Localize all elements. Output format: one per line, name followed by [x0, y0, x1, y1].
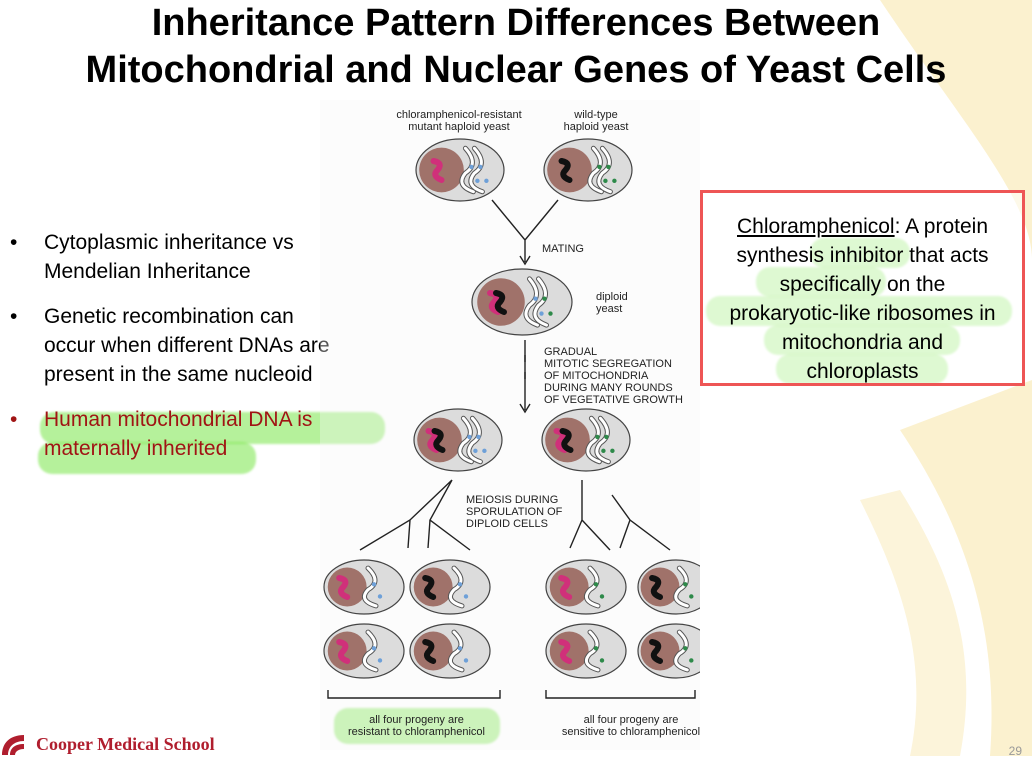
figure-drawing — [320, 100, 715, 750]
highlight-resistant-caption — [334, 708, 500, 744]
highlight-human-mtdna — [40, 412, 385, 444]
bullet-dot: • — [10, 408, 18, 431]
logo-text: Cooper Medical School — [36, 734, 215, 754]
chloramphenicol-definition-box: Chloramphenicol: A protein synthesis inh… — [700, 190, 1025, 386]
definition-text: Chloramphenicol: A protein synthesis inh… — [703, 212, 1022, 386]
label-wildtype-line-1: wild-type — [574, 109, 618, 121]
label-diploid-line-1: diploid — [596, 291, 628, 303]
progeny-resistant-cell — [323, 623, 405, 679]
bracket-sensitive — [545, 690, 696, 699]
bullet-3-line-2: maternally inherited — [44, 437, 228, 460]
label-seg-line-1: GRADUAL — [544, 346, 598, 358]
label-seg-line-2: MITOTIC SEGREGATION — [544, 358, 672, 370]
label-wildtype-yeast: wild-type haploid yeast — [546, 109, 646, 133]
progeny-sensitive-cell — [545, 623, 627, 679]
bracket-resistant — [327, 690, 501, 699]
bullet-item: • Genetic recombination can occur when d… — [0, 302, 395, 389]
bullet-list: • Cytoplasmic inheritance vs Mendelian I… — [0, 228, 395, 479]
slide-title-line-1: Inheritance Pattern Differences Between — [151, 2, 881, 44]
label-seg-line-3: OF MITOCHONDRIA — [544, 370, 649, 382]
definition-line-5: mitochondria and — [781, 331, 944, 354]
label-mutant-yeast: chloramphenicol-resistant mutant haploid… — [384, 109, 534, 133]
definition-line-1-rest: : A protein — [894, 215, 988, 238]
bullet-dot: • — [10, 305, 18, 328]
progeny-sensitive-cell — [637, 559, 715, 615]
bullet-item: • Cytoplasmic inheritance vs Mendelian I… — [0, 228, 395, 286]
progeny-sensitive-cell — [545, 559, 627, 615]
cooper-logo-mark-icon — [2, 734, 24, 755]
bullet-dot: • — [10, 231, 18, 254]
meiosis-arrows-right — [569, 480, 671, 551]
caption-sensitive-line-2: sensitive to chloramphenicol — [561, 726, 701, 738]
bullet-item: • Human mitochondrial DNA is maternally … — [0, 405, 395, 463]
highlight-maternally — [38, 442, 256, 474]
progeny-sensitive-cell — [637, 623, 715, 679]
yeast-inheritance-figure: chloramphenicol-resistant mutant haploid… — [320, 100, 715, 750]
caption-resistant-progeny: all four progeny are resistant to chlora… — [334, 714, 499, 738]
bullet-2-line-2: occur when different DNAs are — [44, 334, 330, 357]
cooper-medical-school-logo: Cooper Medical School — [0, 733, 215, 756]
caption-resistant-line-1: all four progeny are — [369, 714, 464, 726]
bullet-1-line-1: Cytoplasmic inheritance vs — [44, 231, 294, 254]
caption-sensitive-line-1: all four progeny are — [583, 714, 679, 726]
definition-line-2: synthesis inhibitor that acts — [736, 244, 989, 267]
label-meiosis-line-2: SPORULATION OF — [466, 506, 563, 518]
definition-line-3: specifically on the — [779, 273, 946, 296]
segregated-resistant-cell — [413, 408, 503, 472]
bullet-2-line-3: present in the same nucleoid — [44, 363, 313, 386]
caption-sensitive-progeny: all four progeny are sensitive to chlora… — [546, 714, 716, 738]
label-diploid-line-2: yeast — [596, 303, 623, 315]
wildtype-parent-cell — [543, 138, 633, 202]
progeny-resistant-cell — [409, 559, 491, 615]
label-mitotic-segregation: GRADUAL MITOTIC SEGREGATION OF MITOCHOND… — [544, 346, 683, 406]
label-meiosis-line-3: DIPLOID CELLS — [466, 518, 548, 530]
label-mutant-line-2: mutant haploid yeast — [408, 121, 510, 133]
segregated-sensitive-cell — [541, 408, 631, 472]
label-mutant-line-1: chloramphenicol-resistant — [396, 109, 522, 121]
label-diploid: diploid yeast — [596, 291, 628, 315]
page-number: 29 — [1008, 744, 1022, 758]
progeny-resistant-cell — [409, 623, 491, 679]
label-wildtype-line-2: haploid yeast — [563, 121, 629, 133]
label-mating: MATING — [542, 243, 584, 255]
label-meiosis-line-1: MEIOSIS DURING — [466, 494, 559, 506]
bullet-1-line-2: Mendelian Inheritance — [44, 260, 251, 283]
mutant-parent-cell — [415, 138, 505, 202]
bullet-2-line-1: Genetic recombination can — [44, 305, 294, 328]
definition-line-4: prokaryotic-like ribosomes in — [729, 302, 996, 325]
definition-term: Chloramphenicol — [737, 215, 895, 238]
bullet-3-line-1: Human mitochondrial DNA is — [44, 408, 313, 431]
slide-title-line-2: Mitochondrial and Nuclear Genes of Yeast… — [85, 49, 947, 91]
progeny-resistant-cell — [323, 559, 405, 615]
meiosis-arrows-left — [359, 479, 471, 551]
caption-resistant-line-2: resistant to chloramphenicol — [348, 726, 485, 738]
label-meiosis: MEIOSIS DURING SPORULATION OF DIPLOID CE… — [466, 494, 562, 530]
definition-line-6: chloroplasts — [806, 360, 919, 383]
label-seg-line-4: DURING MANY ROUNDS — [544, 382, 673, 394]
diploid-cell — [471, 268, 573, 336]
label-seg-line-5: OF VEGETATIVE GROWTH — [544, 394, 683, 406]
mating-arrow — [491, 199, 559, 266]
